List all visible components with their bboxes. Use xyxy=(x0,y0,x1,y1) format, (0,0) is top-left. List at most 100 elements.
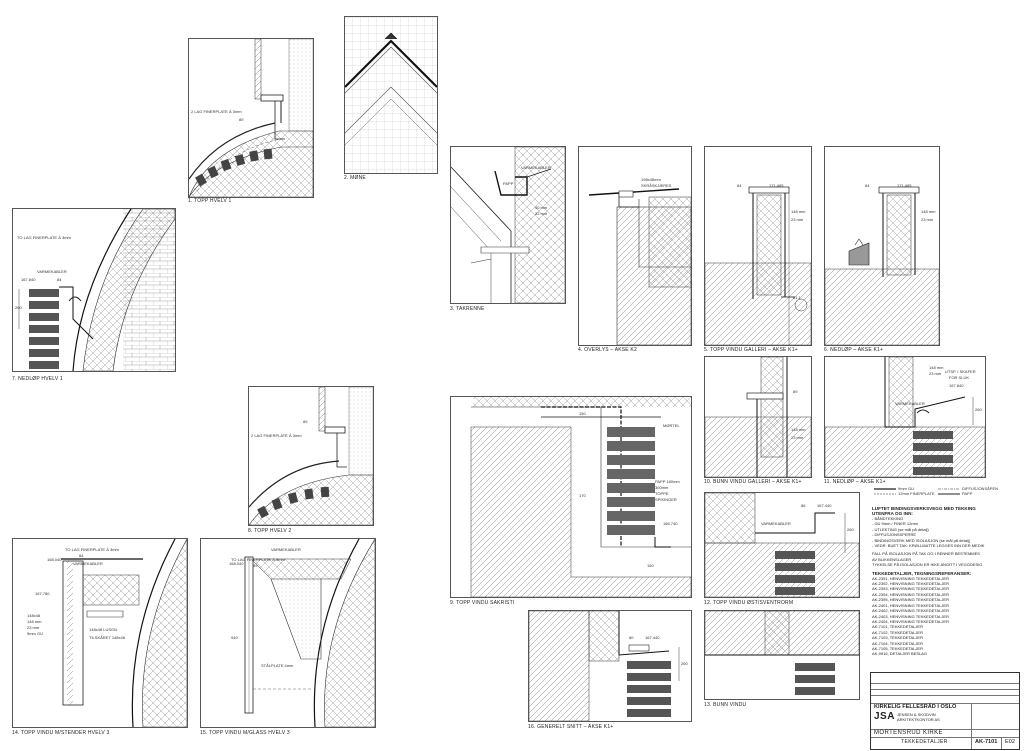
detail-9-note-3: PAPP 180mm xyxy=(655,479,680,484)
detail-5-caption: 5. TOPP VINDU GALLERI – AKSE K1+ xyxy=(704,347,798,353)
detail-9-note-1: 150 xyxy=(579,411,586,416)
detail-11-caption: 11. NEDLØP – AKSE K1+ xyxy=(824,479,886,485)
detail-14-note-5: 167.780 xyxy=(35,591,50,596)
notes-ref: AK-2394, HENVISNING TEKKEDETALJER xyxy=(872,591,949,597)
notes-ref: AK-7101, TEKKEDETALJER xyxy=(872,624,923,630)
detail-6-note-2: 171.485 xyxy=(897,183,912,188)
detail-10-panel: 89 148 mm 23 mm xyxy=(704,356,812,478)
notes-insulation: TYKKELSE PÅ ISOLASJON ER IKKE ANGITT I V… xyxy=(872,562,983,568)
detail-6-note-1: 84 xyxy=(865,183,870,188)
detail-15-note-1: TO LAG FINERPLATE Á 3mm xyxy=(231,557,285,562)
notes-ref: AK-2395, HENVISNING TEKKEDETALJER xyxy=(872,597,949,603)
project-name: MORTENSRUD KIRKE xyxy=(874,730,943,736)
notes-ref: AK-9916, DETALJER BESLAG xyxy=(872,651,928,657)
detail-12-note-1: 86 xyxy=(801,503,806,508)
detail-4-caption: 4. OVERLYS – AKSE K2 xyxy=(578,347,637,353)
detail-9-note-6: SPIKINGER xyxy=(655,497,677,502)
notes-ref: AK-2402, HENVISNING TEKKEDETALJER xyxy=(872,608,949,614)
notes-ref: AK-2401, HENVISNING TEKKEDETALJER xyxy=(872,602,949,608)
detail-14-note-11: TILSKÅRET 148x48 xyxy=(89,635,125,640)
detail-12-panel: 86 167.440 VARMEKABLER 260 xyxy=(704,492,860,598)
office-sub: ARKITEKTKONTOR AS xyxy=(897,717,940,722)
detail-11-note-2: 23 mm xyxy=(929,371,942,376)
detail-15-note-5: STÅLPLATE 4mm xyxy=(261,663,294,668)
notes-ref: AK-7104, TEKKEDETALJER xyxy=(872,640,923,646)
detail-8-note-1: 89 xyxy=(303,419,308,424)
detail-7-caption: 7. NEDLØP HVELV 1 xyxy=(12,376,64,382)
detail-11-note-7: 260 xyxy=(975,407,982,412)
notes-ref: AK-7102, TEKKEDETALJER xyxy=(872,629,923,635)
detail-3-panel: VARMEKABLER PAPP 40 mm 32 mm xyxy=(450,146,566,304)
detail-11-note-3: UTSP. I SKAFER xyxy=(945,369,976,374)
detail-11-drawing xyxy=(825,357,985,477)
notes-item: - UTLEKTING (se mål på detalj) xyxy=(872,526,929,532)
detail-13-panel xyxy=(704,610,860,700)
detail-2-caption: 2. MØNE xyxy=(344,175,366,181)
detail-15-drawing xyxy=(201,539,375,727)
detail-2-panel xyxy=(344,16,438,174)
detail-14-note-1: TO LAG FINERPLATE Á 3mm xyxy=(65,547,119,552)
notes-slope-2: AV BLIKKENSLAGER xyxy=(872,556,912,562)
detail-12-caption: 12. TOPP VINDU ØST/SVENTRORM xyxy=(704,600,794,606)
notes-heading-refs: TEKKEDETALJER, TEGNINGSREFERANSER: xyxy=(872,570,972,576)
detail-9-note-2: MØRTEL xyxy=(663,423,680,428)
notes-heading-wall-2: UTENFRA OG INN: xyxy=(872,511,913,516)
detail-7-note-1: TO LAG FINERPLATE Á 3mm xyxy=(17,235,71,240)
detail-5-note-5: 81.1 xyxy=(793,295,801,300)
detail-14-note-9: 9mm GU xyxy=(27,631,43,636)
detail-12-note-4: 260 xyxy=(847,527,854,532)
client-name: KIRKELIG FELLESRÅD I OSLO xyxy=(874,704,957,710)
office-name: JENSEN & SKODVIN xyxy=(897,712,936,717)
detail-4-note-2: SKRÅSKJÆRES xyxy=(641,183,672,188)
detail-9-note-9: 150 xyxy=(647,563,654,568)
detail-1-note-1: 89 xyxy=(239,117,244,122)
detail-8-caption: 8. TOPP HVELV 2 xyxy=(248,528,292,534)
detail-13-caption: 13. BUNN VINDU xyxy=(704,702,747,708)
notes-item: - VEDR. BUET TAK: KRØLLMATTE LEGGES INN … xyxy=(872,543,985,549)
detail-11-note-6: VARMEKABLER xyxy=(895,401,925,406)
detail-5-note-2: 171.485 xyxy=(769,183,784,188)
detail-6-note-3: 148 mm xyxy=(921,209,936,214)
detail-11-panel: 148 mm 23 mm UTSP. I SKAFER FOR SLUK 167… xyxy=(824,356,986,478)
notes-slope: FALL PÅ ISOLASJON PÅ TAK OG I RENNER BES… xyxy=(872,551,980,557)
detail-3-note-1: VARMEKABLER xyxy=(521,165,551,170)
detail-10-drawing xyxy=(705,357,811,477)
detail-5-note-4: 23 mm xyxy=(791,217,804,222)
detail-5-note-1: 84 xyxy=(737,183,742,188)
detail-7-note-5: 260 xyxy=(15,305,22,310)
notes-ref: AK-2391, HENVISNING TEKKEDETALJER xyxy=(872,575,949,581)
detail-4-note-1: 198x48mm xyxy=(641,177,661,182)
legend: 9mm GU 12mm FINERPLATE DIFFUSJONSÅPEN PA… xyxy=(872,486,1018,498)
detail-3-drawing xyxy=(451,147,565,303)
detail-3-note-3: 40 mm xyxy=(535,205,548,210)
detail-1-panel: 89 2 LAG FINERPLATE Á 3mm xyxy=(188,38,314,198)
drawing-title: TEKKEDETALJER xyxy=(901,739,948,745)
detail-16-panel: 167.440 80 260 xyxy=(528,610,692,722)
detail-15-panel: TO LAG FINERPLATE Á 3mm 168.040 89 VARME… xyxy=(200,538,376,728)
detail-6-drawing xyxy=(825,186,939,345)
legend-label-4: PAPP xyxy=(962,491,973,496)
detail-14-note-10: 148x48 LUSGN xyxy=(89,627,118,632)
detail-3-note-4: 32 mm xyxy=(535,211,548,216)
detail-9-note-5: TOPPE xyxy=(655,491,669,496)
notes-ref: AK-2403, HENVISNING TEKKEDETALJER xyxy=(872,613,949,619)
detail-12-drawing xyxy=(705,493,859,597)
detail-14-caption: 14. TOPP VINDU M/STENDER HVELV 3 xyxy=(12,730,110,736)
detail-10-caption: 10. BUNN VINDU GALLERI – AKSE K1+ xyxy=(704,479,802,485)
detail-1-caption: 1. TOPP HVELV 1 xyxy=(188,198,232,204)
detail-5-panel: 84 171.485 148 mm 23 mm 81.1 xyxy=(704,146,812,346)
notes-ref: AK-7103, TEKKEDETALJER xyxy=(872,635,923,641)
detail-7-note-4: 84 xyxy=(57,277,62,282)
detail-14-note-6: 148x48 xyxy=(27,613,41,618)
detail-9-drawing xyxy=(451,397,691,597)
detail-6-note-4: 23 mm xyxy=(921,217,934,222)
detail-6-caption: 6. NEDLØP – AKSE K1+ xyxy=(824,347,884,353)
notes-item: - BÅNDTEKKING xyxy=(872,516,904,521)
detail-15-note-6: 940 xyxy=(231,635,238,640)
detail-16-note-1: 167.440 xyxy=(645,635,660,640)
detail-16-note-2: 80 xyxy=(629,635,634,640)
detail-16-caption: 16. GENERELT SNITT – AKSE K1+ xyxy=(528,724,614,730)
detail-8-panel: 89 2 LAG FINERPLATE Á 3mm xyxy=(248,386,374,526)
drawing-number: AK-7101 xyxy=(975,739,998,745)
detail-15-caption: 15. TOPP VINDU M/GLASS HVELV 3 xyxy=(200,730,290,736)
